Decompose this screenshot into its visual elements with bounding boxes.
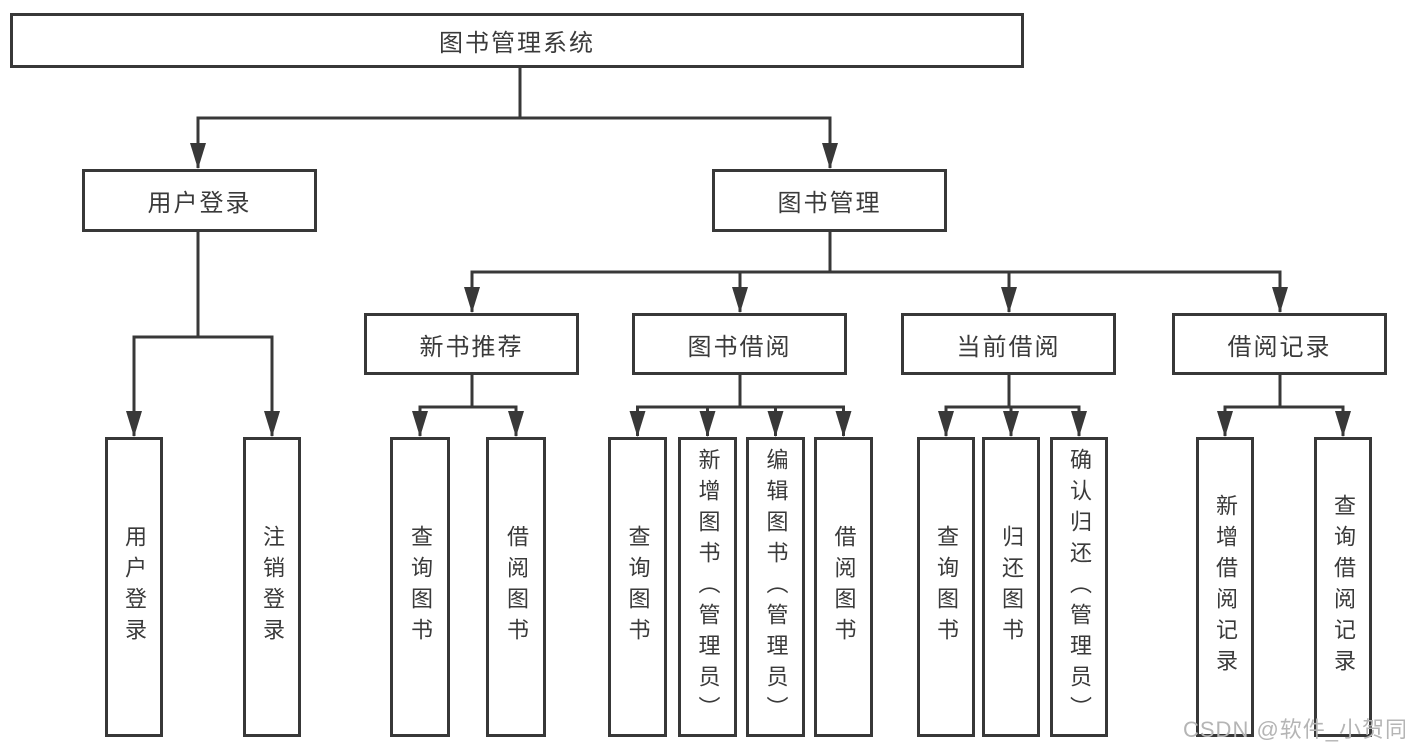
node-label: 新增图书（管理员） xyxy=(695,447,721,727)
connector-borrow-to-children xyxy=(629,375,852,437)
node-bb-add-books: 新增图书（管理员） xyxy=(678,437,737,737)
node-logout-login: 注销登录 xyxy=(243,437,301,737)
node-label: 图书管理系统 xyxy=(439,30,595,57)
connector-userlogin-to-children xyxy=(126,232,280,437)
node-current-borrow: 当前借阅 xyxy=(901,313,1116,375)
node-label: 图书管理 xyxy=(777,190,882,217)
node-new-book-recommend: 新书推荐 xyxy=(364,313,579,375)
connector-current-to-children xyxy=(938,375,1087,437)
node-label: 借阅记录 xyxy=(1227,333,1332,361)
node-label: 查询图书 xyxy=(625,525,651,649)
node-bb-edit-books: 编辑图书（管理员） xyxy=(746,437,805,737)
node-label: 当前借阅 xyxy=(956,333,1061,361)
node-label: 确认归还（管理员） xyxy=(1067,447,1092,727)
node-label: 新书推荐 xyxy=(419,333,524,361)
node-label: 新增借阅记录 xyxy=(1213,494,1238,680)
node-label: 归还图书 xyxy=(999,525,1024,649)
node-bb-query-books: 查询图书 xyxy=(608,437,667,737)
csdn-watermark: CSDN @软件_小贺同学 xyxy=(1183,717,1405,742)
node-book-borrow: 图书借阅 xyxy=(632,313,847,375)
node-borrow-records: 借阅记录 xyxy=(1172,313,1387,375)
node-label: 查询图书 xyxy=(408,525,433,649)
connector-root-to-level2 xyxy=(190,68,838,169)
node-nb-borrow-books: 借阅图书 xyxy=(486,437,546,737)
node-label: 查询借阅记录 xyxy=(1331,494,1356,680)
node-br-query-record: 查询借阅记录 xyxy=(1314,437,1372,737)
node-label: 用户登录 xyxy=(122,525,147,649)
node-cb-return-books: 归还图书 xyxy=(982,437,1040,737)
node-library-management-system: 图书管理系统 xyxy=(10,13,1024,68)
node-label: 用户登录 xyxy=(147,190,252,217)
connector-bookmgmt-to-level3 xyxy=(464,232,1288,313)
node-cb-confirm-return: 确认归还（管理员） xyxy=(1050,437,1108,737)
node-book-management: 图书管理 xyxy=(712,169,947,232)
node-user-login: 用户登录 xyxy=(105,437,163,737)
node-nb-query-books: 查询图书 xyxy=(390,437,450,737)
node-bb-borrow-books: 借阅图书 xyxy=(814,437,873,737)
node-label: 编辑图书（管理员） xyxy=(763,447,789,727)
connector-newbooks-to-children xyxy=(412,375,524,437)
node-br-add-record: 新增借阅记录 xyxy=(1196,437,1254,737)
node-label: 注销登录 xyxy=(260,525,285,649)
connector-records-to-children xyxy=(1217,375,1351,437)
node-label: 借阅图书 xyxy=(831,525,857,649)
node-label: 图书借阅 xyxy=(687,333,792,361)
node-label: 查询图书 xyxy=(934,525,959,649)
node-cb-query-books: 查询图书 xyxy=(917,437,975,737)
node-label: 借阅图书 xyxy=(504,525,529,649)
node-user-login-group: 用户登录 xyxy=(82,169,317,232)
